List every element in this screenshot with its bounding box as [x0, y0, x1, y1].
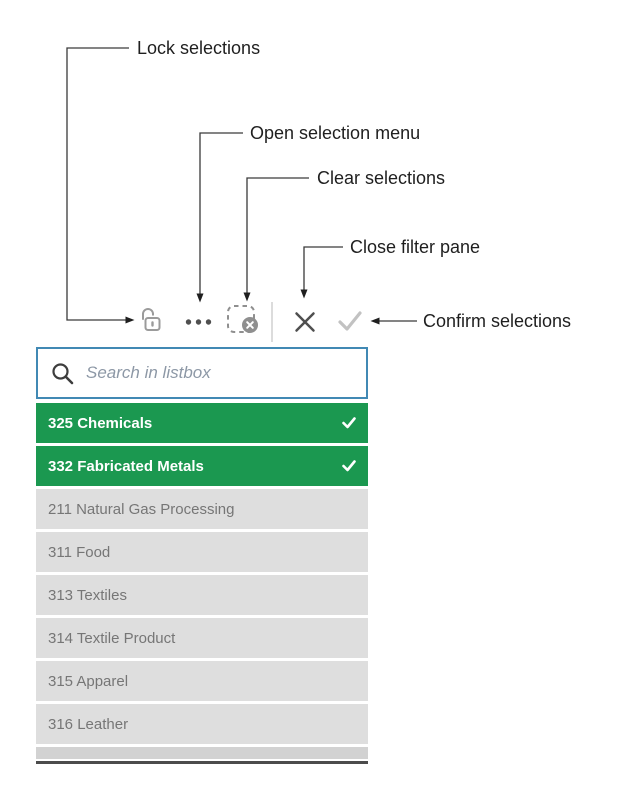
listbox-clip-edge — [36, 761, 368, 764]
close-filter-pane-button[interactable] — [292, 309, 318, 335]
list-item[interactable]: 316 Leather — [36, 704, 368, 744]
open-selection-menu-button[interactable] — [183, 314, 213, 330]
list-item[interactable]: 313 Textiles — [36, 575, 368, 615]
list-item-label: 315 Apparel — [48, 672, 129, 690]
list-item[interactable]: 315 Apparel — [36, 661, 368, 701]
listbox-search-box[interactable] — [36, 347, 368, 399]
clear-selections-button[interactable] — [225, 302, 260, 335]
list-item-label: 314 Textile Product — [48, 629, 176, 647]
unlock-icon — [136, 305, 166, 335]
annotation-clear-selections: Clear selections — [317, 168, 446, 188]
annotation-lock-selections: Lock selections — [137, 38, 261, 58]
list-item-label: 325 Chemicals — [48, 414, 153, 432]
list-item[interactable]: 325 Chemicals — [36, 403, 368, 443]
list-item-label: 316 Leather — [48, 715, 129, 733]
selected-check-icon — [342, 460, 356, 472]
confirm-selections-button[interactable] — [337, 309, 362, 333]
confirm-check-icon — [337, 310, 362, 332]
list-item-label: 313 Textiles — [48, 586, 127, 604]
clipped-list-item[interactable] — [36, 747, 368, 759]
list-item-label: 311 Food — [48, 543, 111, 561]
clear-selections-icon — [226, 303, 260, 335]
more-options-icon — [185, 318, 212, 326]
list-item-label: 211 Natural Gas Processing — [48, 500, 235, 518]
toolbar-divider — [271, 302, 273, 342]
annotation-close-filter-pane: Close filter pane — [350, 237, 481, 257]
lock-selections-button[interactable] — [135, 304, 167, 336]
close-icon — [293, 310, 317, 334]
list-item[interactable]: 311 Food — [36, 532, 368, 572]
search-input[interactable] — [86, 363, 354, 383]
list-item[interactable]: 314 Textile Product — [36, 618, 368, 658]
annotation-open-selection-menu: Open selection menu — [250, 123, 421, 143]
list-item[interactable]: 211 Natural Gas Processing — [36, 489, 368, 529]
selected-check-icon — [342, 417, 356, 429]
annotation-confirm-selections: Confirm selections — [423, 311, 572, 331]
filter-pane-listbox: 325 Chemicals 332 Fabricated Metals 211 … — [36, 347, 368, 764]
search-icon — [50, 361, 75, 386]
list-item-label: 332 Fabricated Metals — [48, 457, 204, 475]
list-item[interactable]: 332 Fabricated Metals — [36, 446, 368, 486]
